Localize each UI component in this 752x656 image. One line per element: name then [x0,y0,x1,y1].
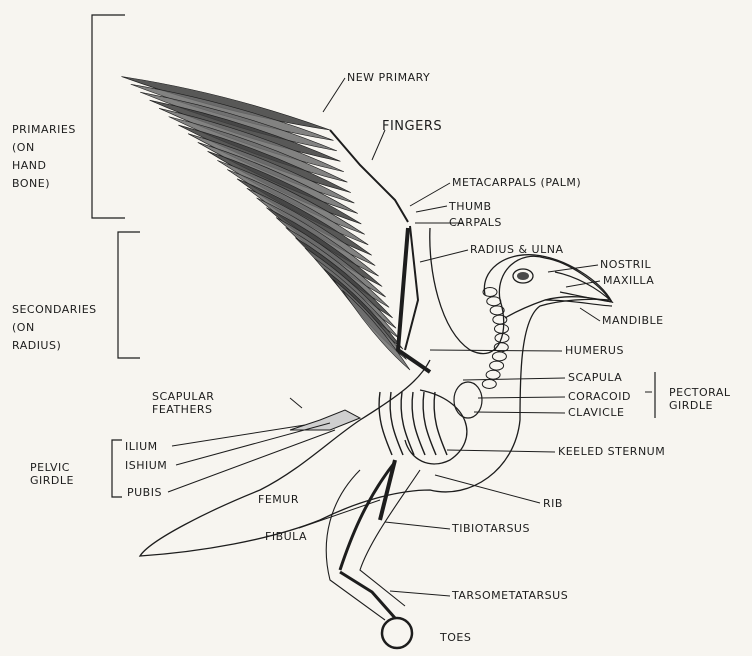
label-pelvic-girdle: PELVIC GIRDLE [30,461,74,487]
secondaries-bracket [118,232,140,358]
label-fingers: FINGERS [382,120,442,133]
label-carpals: CARPALS [449,216,502,229]
label-ishium: ISHIUM [125,459,167,472]
label-femur: FEMUR [258,493,299,506]
label-scapula: SCAPULA [568,371,622,384]
label-pubis: PUBIS [127,486,162,499]
label-coracoid: CORACOID [568,390,631,403]
coracoid-bone [454,382,482,418]
humerus-bone [398,228,430,372]
label-rib: RIB [543,497,563,510]
label-tibiotarsus: TIBIOTARSUS [452,522,530,535]
toes-ring [382,618,412,648]
pelvic-bracket [112,440,122,497]
label-metacarpals: METACARPALS (PALM) [452,176,581,189]
label-toes: TOES [440,631,471,644]
tibiotarsus-bone [340,462,395,570]
label-pectoral-girdle: PECTORAL GIRDLE [669,386,731,412]
vertebra [494,324,508,333]
label-ilium: ILIUM [125,440,158,453]
label-humerus: HUMERUS [565,344,624,357]
label-maxilla: MAXILLA [603,274,654,287]
label-nostril: NOSTRIL [600,258,651,271]
vertebra [486,370,500,379]
vertebra [493,315,507,324]
primaries-bracket [92,15,125,218]
label-primaries: PRIMARIES (ON HAND BONE) [12,121,76,193]
label-fibula: FIBULA [265,530,307,543]
label-secondaries: SECONDARIES (ON RADIUS) [12,301,97,355]
label-radius-ulna: RADIUS & ULNA [470,243,563,256]
vertebra [482,380,496,389]
rib-bone [434,392,447,455]
label-mandible: MANDIBLE [602,314,664,327]
vertebra [490,361,504,370]
label-scapular-feathers: SCAPULAR FEATHERS [152,390,214,416]
vertebra [492,352,506,361]
label-clavicle: CLAVICLE [568,406,624,419]
tarsometatarsus-bone [340,572,395,618]
nostril-mark [517,272,529,280]
label-new-primary: NEW PRIMARY [347,71,430,84]
label-tarsometatarsus: TARSOMETATARSUS [452,589,568,602]
label-keeled-sternum: KEELED STERNUM [558,445,665,458]
vertebra [487,297,501,306]
label-thumb: THUMB [449,200,492,213]
neck-vertebrae [482,288,509,389]
wing-feathers [122,77,410,370]
